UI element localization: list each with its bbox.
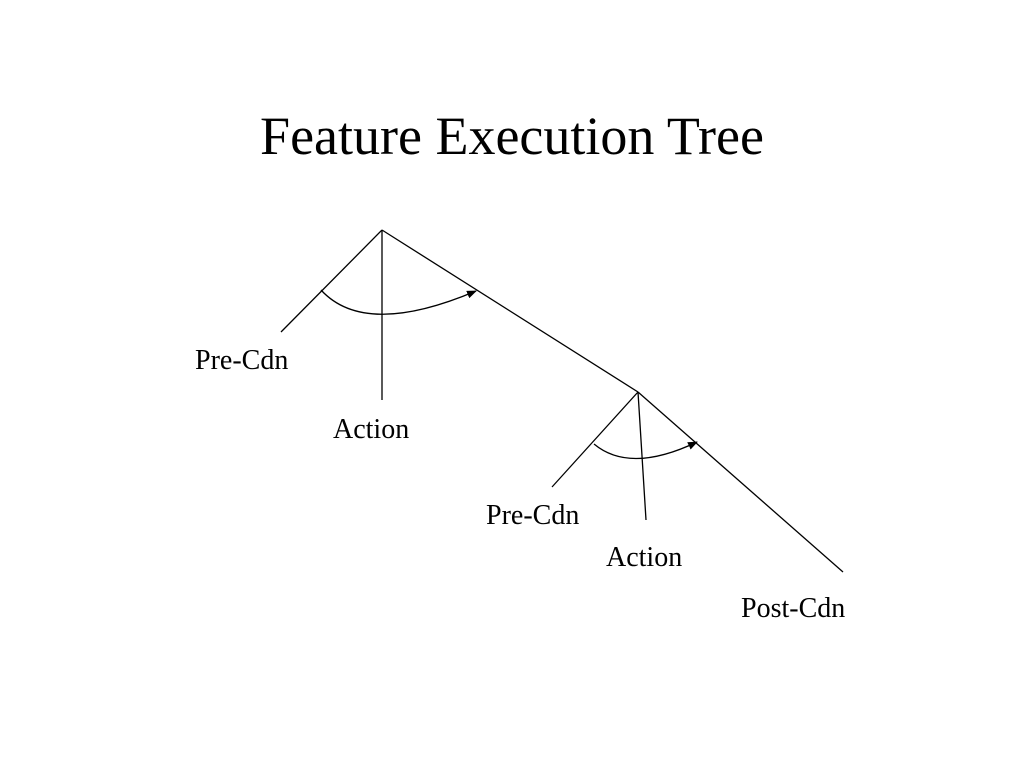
upper-precondition-branch: [280, 229, 383, 333]
lower-action-label: Action: [606, 542, 682, 573]
upper-sequence-arrow: [320, 289, 477, 315]
upper-precondition-label: Pre-Cdn: [195, 345, 288, 376]
lower-precondition-branch: [551, 391, 639, 488]
lower-action-branch: [637, 391, 647, 521]
upper-action-label: Action: [333, 414, 409, 445]
slide-title: Feature Execution Tree: [260, 106, 764, 166]
lower-precondition-label: Pre-Cdn: [486, 500, 579, 531]
lower-postcondition-branch: [637, 391, 844, 573]
lower-sequence-arrow: [593, 441, 698, 460]
main-trunk-branch: [381, 229, 639, 393]
postcondition-label: Post-Cdn: [741, 593, 845, 624]
